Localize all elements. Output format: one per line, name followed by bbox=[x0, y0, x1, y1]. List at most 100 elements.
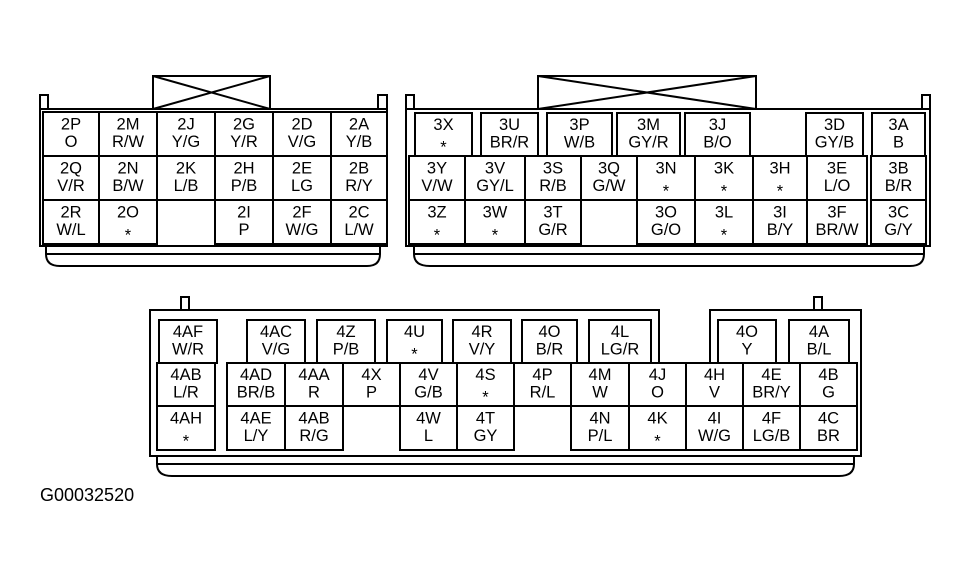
wire-color: * bbox=[721, 182, 728, 200]
wire-color: V/R bbox=[57, 177, 85, 195]
terminal-number: 3C bbox=[888, 204, 909, 222]
wire-color: Y/R bbox=[230, 133, 258, 151]
terminal-number: 2R bbox=[60, 204, 81, 222]
terminal-number: 4C bbox=[818, 410, 839, 428]
terminal-number: 2N bbox=[117, 160, 138, 178]
figure-id: G00032520 bbox=[40, 485, 135, 505]
terminal-3k: 3K* bbox=[694, 155, 754, 201]
terminal-number: 3D bbox=[824, 116, 845, 134]
wire-color: L/W bbox=[344, 221, 374, 239]
terminal-4z: 4ZP/B bbox=[316, 319, 376, 364]
wire-color: * bbox=[721, 226, 728, 244]
terminal-number: 3H bbox=[769, 160, 790, 178]
wire-color: BR/Y bbox=[752, 383, 791, 401]
terminal-number: 4O bbox=[538, 323, 560, 341]
terminal-number: 2G bbox=[233, 116, 255, 134]
connector-3-housing bbox=[405, 75, 931, 267]
terminal-number: 4B bbox=[818, 366, 838, 384]
terminal-number: 3T bbox=[543, 204, 562, 222]
terminal-number: 2C bbox=[348, 204, 369, 222]
terminal-number: 3M bbox=[637, 116, 660, 134]
terminal-number: 4AC bbox=[260, 323, 292, 341]
terminal-number: 4R bbox=[471, 323, 492, 341]
terminal-number: 2A bbox=[349, 116, 369, 134]
terminal-2b: 2BR/Y bbox=[330, 155, 388, 201]
terminal-3p: 3PW/B bbox=[546, 112, 613, 157]
wire-color: L bbox=[424, 427, 433, 445]
terminal-3z: 3Z* bbox=[408, 199, 466, 245]
terminal-number: 3E bbox=[827, 160, 847, 178]
wire-color: * bbox=[654, 432, 661, 450]
wire-color: B/W bbox=[112, 177, 144, 195]
wire-color: G bbox=[822, 383, 835, 401]
terminal-number: 3Q bbox=[598, 160, 620, 178]
terminal-number: 4AB bbox=[298, 410, 329, 428]
terminal-3j: 3JB/O bbox=[684, 112, 751, 157]
terminal-number: 2I bbox=[237, 204, 251, 222]
terminal-number: 2D bbox=[291, 116, 312, 134]
terminal-number: 2P bbox=[61, 116, 81, 134]
terminal-3n: 3N* bbox=[636, 155, 696, 201]
terminal-number: 4N bbox=[589, 410, 610, 428]
terminal-number: 4L bbox=[611, 323, 629, 341]
wire-color: R/G bbox=[299, 427, 328, 445]
terminal-number: 4W bbox=[416, 410, 441, 428]
wire-color: * bbox=[663, 182, 670, 200]
terminal-number: 3J bbox=[709, 116, 726, 134]
terminal-number: 2O bbox=[117, 204, 139, 222]
terminal-2h: 2HP/B bbox=[214, 155, 274, 201]
wire-color: R/B bbox=[539, 177, 567, 195]
wire-color: W/G bbox=[698, 427, 731, 445]
wire-color: L/O bbox=[824, 177, 851, 195]
terminal-number: 4P bbox=[532, 366, 552, 384]
terminal-number: 3U bbox=[499, 116, 520, 134]
wire-color: P/B bbox=[333, 340, 360, 358]
terminal-number: 4S bbox=[475, 366, 495, 384]
terminal-2r: 2RW/L bbox=[42, 199, 100, 245]
wire-color: R/L bbox=[530, 383, 556, 401]
connector-3-terminals: 3X*3UBR/R3PW/B3MGY/R3JB/O3DGY/B3AB3YV/W3… bbox=[408, 112, 927, 245]
terminal-4j: 4JO bbox=[628, 362, 687, 407]
wire-color: V bbox=[709, 383, 720, 401]
terminal-2c: 2CL/W bbox=[330, 199, 388, 245]
terminal-number: 4AE bbox=[240, 410, 271, 428]
terminal-2g: 2GY/R bbox=[214, 111, 274, 157]
wire-color: B bbox=[893, 133, 904, 151]
terminal-number: 3P bbox=[569, 116, 589, 134]
wire-color: B/O bbox=[703, 133, 732, 151]
terminal-number: 4A bbox=[809, 323, 829, 341]
terminal-number: 4Z bbox=[336, 323, 355, 341]
terminal-number: 4I bbox=[708, 410, 722, 428]
terminal-4i: 4IW/G bbox=[685, 405, 744, 451]
terminal-number: 3S bbox=[543, 160, 563, 178]
terminal-2i: 2IP bbox=[214, 199, 274, 245]
wire-color: BR bbox=[817, 427, 840, 445]
terminal-4p: 4PR/L bbox=[513, 362, 572, 407]
terminal-4o: 4OB/R bbox=[521, 319, 578, 364]
wire-color: Y/B bbox=[346, 133, 373, 151]
terminal-2o: 2O* bbox=[98, 199, 158, 245]
terminal-4h: 4HV bbox=[685, 362, 744, 407]
terminal-3b: 3BB/R bbox=[870, 155, 927, 201]
wire-color: P bbox=[238, 221, 249, 239]
terminal-number: 2H bbox=[233, 160, 254, 178]
wire-color: * bbox=[434, 226, 441, 244]
terminal-number: 3B bbox=[888, 160, 908, 178]
terminal-number: 3A bbox=[888, 116, 908, 134]
wire-color: * bbox=[440, 139, 447, 157]
wire-color: O bbox=[651, 383, 664, 401]
wire-color: L/R bbox=[173, 383, 199, 401]
terminal-number: 4T bbox=[476, 410, 495, 428]
terminal-2j: 2JY/G bbox=[156, 111, 216, 157]
wire-color: * bbox=[482, 389, 489, 407]
terminal-4m: 4MW bbox=[570, 362, 630, 407]
terminal-4v: 4VG/B bbox=[399, 362, 458, 407]
wire-color: BR/R bbox=[490, 133, 530, 151]
terminal-number: 4AA bbox=[298, 366, 329, 384]
wire-color: G/R bbox=[538, 221, 567, 239]
